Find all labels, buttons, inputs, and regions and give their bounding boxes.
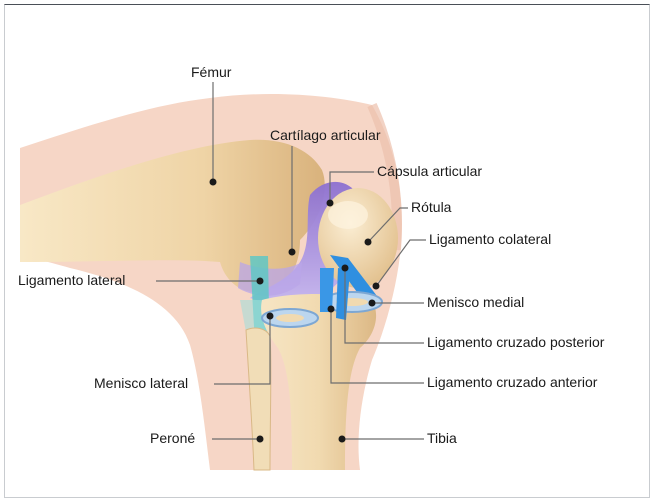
cruzado-anterior-shape: [320, 268, 334, 312]
label-cruzado-anterior: Ligamento cruzado anterior: [427, 374, 598, 390]
label-cruzado-posterior: Ligamento cruzado posterior: [427, 334, 605, 350]
label-perone: Peroné: [150, 430, 195, 446]
label-cartilago: Cartílago articular: [270, 127, 381, 143]
label-menisco-lateral: Menisco lateral: [94, 375, 188, 391]
label-lig-lateral: Ligamento lateral: [18, 272, 125, 288]
label-capsula: Cápsula articular: [377, 163, 482, 179]
label-femur: Fémur: [191, 64, 232, 80]
label-menisco-medial: Menisco medial: [427, 294, 524, 310]
label-tibia: Tibia: [427, 430, 457, 446]
label-rotula: Rótula: [411, 199, 452, 215]
label-lig-colateral: Ligamento colateral: [429, 231, 551, 247]
